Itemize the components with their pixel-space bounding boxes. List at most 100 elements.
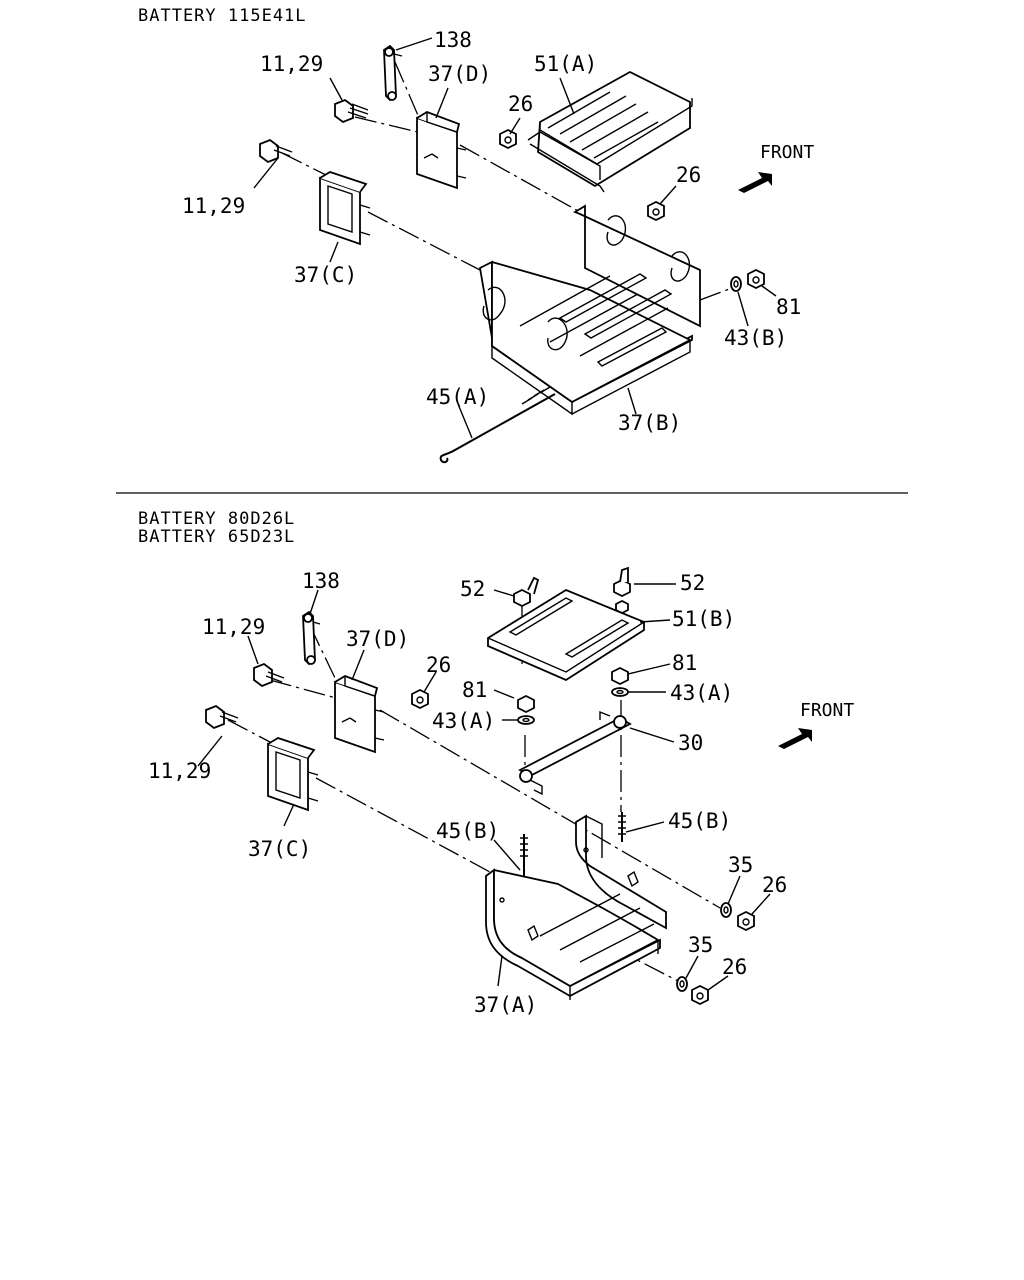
part-label-81: 81 xyxy=(462,678,487,702)
assembly-line xyxy=(269,679,337,699)
part-label-43b: 43(B) xyxy=(724,326,787,350)
wing-nut-52-part xyxy=(513,576,540,608)
nut-26-part xyxy=(737,910,755,932)
battery-tray-37b-part xyxy=(479,204,701,416)
section-battery-115e41l: BATTERY 115E41L xyxy=(138,6,814,464)
part-label-26: 26 xyxy=(508,92,533,116)
leader-line xyxy=(395,37,433,51)
part-label-138: 138 xyxy=(434,28,472,52)
section-header: BATTERY 80D26L xyxy=(138,509,295,529)
part-label-37c: 37(C) xyxy=(294,263,357,287)
part-label-37a: 37(A) xyxy=(474,993,537,1017)
leader-line xyxy=(727,875,741,905)
battery-cover-51a-part xyxy=(527,70,693,193)
washer-43a-part xyxy=(517,715,535,725)
washer-43a-part xyxy=(611,687,629,697)
section-header: BATTERY 115E41L xyxy=(138,6,307,26)
bolt-part xyxy=(205,704,239,730)
part-label-37b: 37(B) xyxy=(618,411,681,435)
part-label-45b: 45(B) xyxy=(668,809,731,833)
nut-26-part xyxy=(411,688,429,710)
assembly-line xyxy=(315,777,491,873)
clamp-bar-30-part xyxy=(518,710,632,796)
washer-35-part xyxy=(676,976,688,992)
leader-line xyxy=(497,955,503,987)
leader-line xyxy=(247,635,259,665)
leader-line xyxy=(493,589,515,597)
leader-line xyxy=(197,735,223,767)
leader-line xyxy=(761,285,777,297)
part-label-26: 26 xyxy=(676,163,701,187)
section-header: BATTERY 65D23L xyxy=(138,527,295,547)
leader-line xyxy=(493,689,515,699)
leader-line xyxy=(685,955,699,979)
assembly-line xyxy=(354,116,419,133)
leader-line xyxy=(253,157,279,189)
leader-line xyxy=(509,117,521,135)
strap-138-part xyxy=(302,610,321,666)
leader-line xyxy=(283,803,295,827)
part-label-11-29: 11,29 xyxy=(148,759,211,783)
bolt-45b-part xyxy=(618,812,626,842)
part-label-26: 26 xyxy=(762,873,787,897)
hook-bolt-45a-part xyxy=(439,386,556,464)
part-label-11-29: 11,29 xyxy=(202,615,265,639)
battery-tray-37a-part xyxy=(485,814,667,1000)
part-label-35: 35 xyxy=(688,933,713,957)
part-label-81: 81 xyxy=(672,651,697,675)
part-label-45a: 45(A) xyxy=(426,385,489,409)
nut-26-part xyxy=(647,200,665,222)
leader-line xyxy=(351,649,365,681)
part-label-43a: 43(A) xyxy=(432,709,495,733)
leader-line xyxy=(737,291,749,327)
part-label-37d: 37(D) xyxy=(346,627,409,651)
washer-35-part xyxy=(720,902,732,918)
part-label-81: 81 xyxy=(776,295,801,319)
leader-line xyxy=(751,893,771,915)
part-label-35: 35 xyxy=(728,853,753,877)
leader-line xyxy=(625,821,665,833)
front-label: FRONT xyxy=(760,142,814,163)
nut-26-part xyxy=(499,128,517,150)
bolt-part xyxy=(253,662,285,688)
part-label-30: 30 xyxy=(678,731,703,755)
bracket-37d-part xyxy=(334,675,385,754)
assembly-line xyxy=(379,709,721,909)
bolt-part xyxy=(259,138,293,164)
leader-line xyxy=(559,77,575,115)
bracket-37c-part xyxy=(267,737,319,812)
bracket-37d-part xyxy=(416,111,467,190)
part-label-52: 52 xyxy=(460,577,485,601)
part-label-37c: 37(C) xyxy=(248,837,311,861)
assembly-line xyxy=(281,152,329,177)
strap-138-part xyxy=(383,44,403,102)
part-label-138: 138 xyxy=(302,569,340,593)
front-arrow-icon xyxy=(778,728,812,749)
leader-line xyxy=(493,839,521,871)
part-label-43a: 43(A) xyxy=(670,681,733,705)
part-label-45b: 45(B) xyxy=(436,819,499,843)
leader-line xyxy=(629,727,675,743)
leader-line xyxy=(627,663,671,675)
front-arrow-icon xyxy=(738,172,772,193)
leader-line xyxy=(435,87,449,119)
nut-81-part xyxy=(517,694,535,714)
nut-26-part xyxy=(691,984,709,1006)
assembly-line xyxy=(459,144,581,213)
part-label-11-29: 11,29 xyxy=(260,52,323,76)
washer-43b-part xyxy=(730,276,742,292)
nut-81-part xyxy=(611,666,629,686)
bolt-part xyxy=(334,98,369,124)
wing-nut-52-part xyxy=(613,566,631,615)
assembly-line xyxy=(394,61,421,121)
part-label-52: 52 xyxy=(680,571,705,595)
assembly-line xyxy=(367,211,481,271)
part-label-26: 26 xyxy=(722,955,747,979)
leader-line xyxy=(329,77,343,101)
leader-line xyxy=(639,619,671,623)
leader-line xyxy=(309,589,319,615)
leader-line xyxy=(329,241,339,263)
part-label-51b: 51(B) xyxy=(672,607,735,631)
leader-line xyxy=(707,975,729,991)
